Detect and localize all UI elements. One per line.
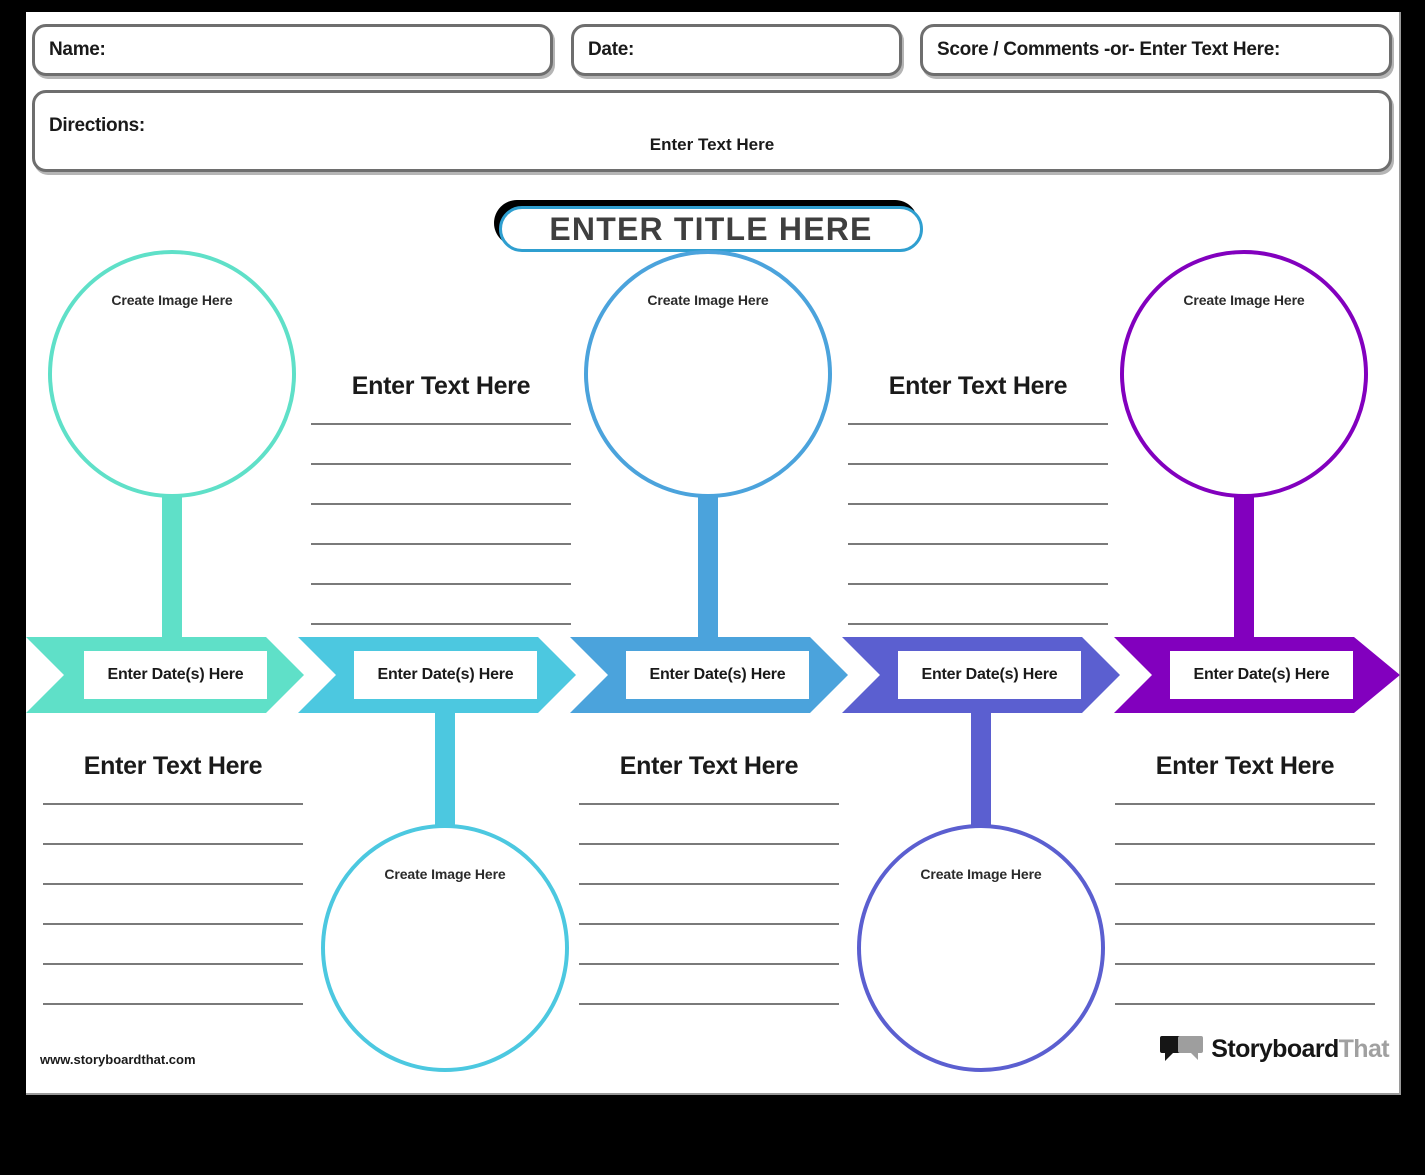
speech-bubbles-icon [1160,1034,1204,1064]
writing-line [579,923,839,925]
writing-line [311,503,571,505]
step-3-image-circle[interactable]: Create Image Here [584,250,832,498]
step-3-text-block[interactable]: Enter Text Here [579,752,839,1005]
score-comments-label: Score / Comments -or- Enter Text Here: [937,39,1280,60]
writing-line [43,883,303,885]
step-4-image-circle[interactable]: Create Image Here [857,824,1105,1072]
step-5-text-block[interactable]: Enter Text Here [1115,752,1375,1005]
step-4-date-label: Enter Date(s) Here [921,666,1058,683]
writing-line [1115,803,1375,805]
step-4-circle-caption: Create Image Here [920,866,1042,882]
writing-line [1115,963,1375,965]
writing-line [311,623,571,625]
writing-line [43,843,303,845]
writing-line [579,963,839,965]
step-3-circle-caption: Create Image Here [647,292,769,308]
step-2-date-box[interactable]: Enter Date(s) Here [354,651,537,699]
step-2-image-circle[interactable]: Create Image Here [321,824,569,1072]
writing-line [311,543,571,545]
step-3-date-label: Enter Date(s) Here [649,666,786,683]
writing-line [1115,883,1375,885]
title-banner[interactable]: ENTER TITLE HERE [499,206,923,252]
step-5-date-box[interactable]: Enter Date(s) Here [1170,651,1353,699]
step-3-date-box[interactable]: Enter Date(s) Here [626,651,809,699]
step-1-text-heading: Enter Text Here [83,752,263,780]
step-2-text-heading: Enter Text Here [351,372,531,400]
step-2-date-label: Enter Date(s) Here [377,666,514,683]
writing-line [848,583,1108,585]
step-4-connector-stem [971,712,991,832]
writing-line [43,1003,303,1005]
writing-line [311,423,571,425]
directions-label: Directions: [49,115,145,136]
logo-secondary-text: That [1338,1034,1390,1063]
step-1-connector-stem [162,496,182,651]
step-3-connector-stem [698,496,718,651]
writing-line [311,463,571,465]
writing-line [579,803,839,805]
step-2-circle-caption: Create Image Here [384,866,506,882]
step-5-circle-caption: Create Image Here [1183,292,1305,308]
writing-line [848,543,1108,545]
writing-line [311,583,571,585]
date-field[interactable]: Date: [571,24,902,76]
step-4-date-box[interactable]: Enter Date(s) Here [898,651,1081,699]
writing-line [1115,1003,1375,1005]
writing-line [579,883,839,885]
name-label: Name: [49,39,106,60]
logo-primary-text: Storyboard [1211,1034,1339,1063]
date-label: Date: [588,39,635,60]
worksheet-page: Name: Date: Score / Comments -or- Enter … [26,12,1401,1095]
step-1-date-box[interactable]: Enter Date(s) Here [84,651,267,699]
step-4-text-block[interactable]: Enter Text Here [848,372,1108,625]
step-4-text-heading: Enter Text Here [888,372,1068,400]
directions-placeholder[interactable]: Enter Text Here [649,135,775,154]
writing-line [848,463,1108,465]
step-2-text-block[interactable]: Enter Text Here [311,372,571,625]
step-5-connector-stem [1234,496,1254,651]
site-url: www.storyboardthat.com [40,1052,196,1067]
timeline-arrow-band: Enter Date(s) Here Enter Date(s) Here En… [26,637,1401,713]
step-3-text-heading: Enter Text Here [619,752,799,780]
step-1-circle-caption: Create Image Here [111,292,233,308]
step-5-date-label: Enter Date(s) Here [1193,666,1330,683]
writing-line [848,503,1108,505]
step-1-image-circle[interactable]: Create Image Here [48,250,296,498]
name-field[interactable]: Name: [32,24,553,76]
writing-line [848,423,1108,425]
writing-line [848,623,1108,625]
storyboardthat-logo: StoryboardThat [1160,1034,1390,1064]
writing-line [1115,923,1375,925]
writing-line [579,1003,839,1005]
logo-wordmark: StoryboardThat [1211,1035,1389,1064]
step-2-connector-stem [435,712,455,832]
directions-field[interactable]: Directions: Enter Text Here [32,90,1392,172]
writing-line [579,843,839,845]
step-1-date-label: Enter Date(s) Here [107,666,244,683]
writing-line [43,803,303,805]
writing-line [43,963,303,965]
writing-line [1115,843,1375,845]
page-title: ENTER TITLE HERE [549,210,873,247]
step-5-text-heading: Enter Text Here [1155,752,1335,780]
writing-line [43,923,303,925]
step-1-text-block[interactable]: Enter Text Here [43,752,303,1005]
score-comments-field[interactable]: Score / Comments -or- Enter Text Here: [920,24,1392,76]
step-5-image-circle[interactable]: Create Image Here [1120,250,1368,498]
